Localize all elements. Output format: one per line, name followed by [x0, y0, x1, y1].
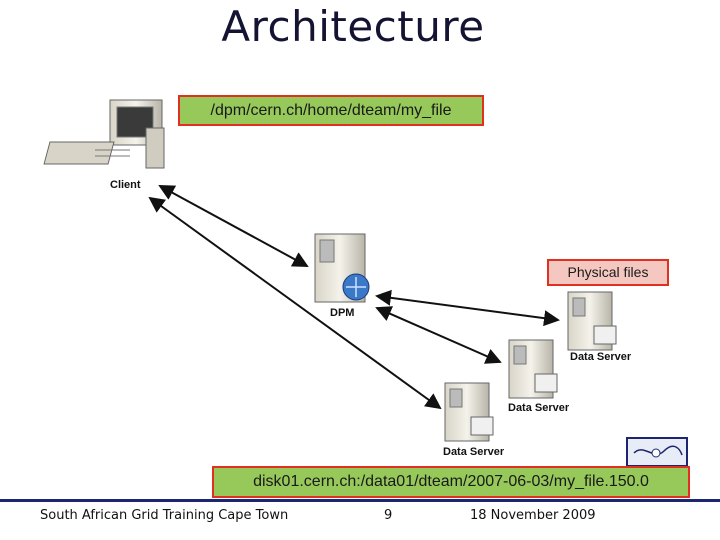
arrow-dpm-dataserver1 — [375, 289, 560, 327]
logo-graphic — [633, 445, 683, 458]
client-computer-icon — [43, 99, 165, 169]
logical-path-label: /dpm/cern.ch/home/dteam/my_file — [178, 95, 484, 126]
arrow-client-dataserver — [148, 196, 442, 410]
data-server-2-icon — [508, 339, 558, 399]
arrow-client-dpm — [158, 185, 309, 267]
dpm-server-icon — [314, 233, 370, 303]
data-server-3-icon — [444, 382, 494, 442]
arrow-dpm-dataserver2 — [375, 306, 502, 364]
data-server-2-label: Data Server — [508, 402, 570, 414]
slide-title: Architecture — [221, 2, 485, 51]
page-number: 9 — [384, 508, 393, 523]
data-server-1-label: Data Server — [570, 351, 632, 363]
client-label: Client — [110, 179, 141, 191]
data-server-3-label: Data Server — [443, 446, 505, 458]
physical-path-label: disk01.cern.ch:/data01/dteam/2007-06-03/… — [212, 466, 690, 498]
data-server-1-icon — [567, 291, 617, 351]
footer-date: 18 November 2009 — [470, 508, 596, 523]
physical-files-label: Physical files — [547, 259, 669, 286]
logo-icon — [626, 437, 688, 467]
footer-divider — [0, 499, 720, 502]
dpm-label: DPM — [330, 307, 355, 319]
footer-left-text: South African Grid Training Cape Town — [40, 508, 289, 523]
